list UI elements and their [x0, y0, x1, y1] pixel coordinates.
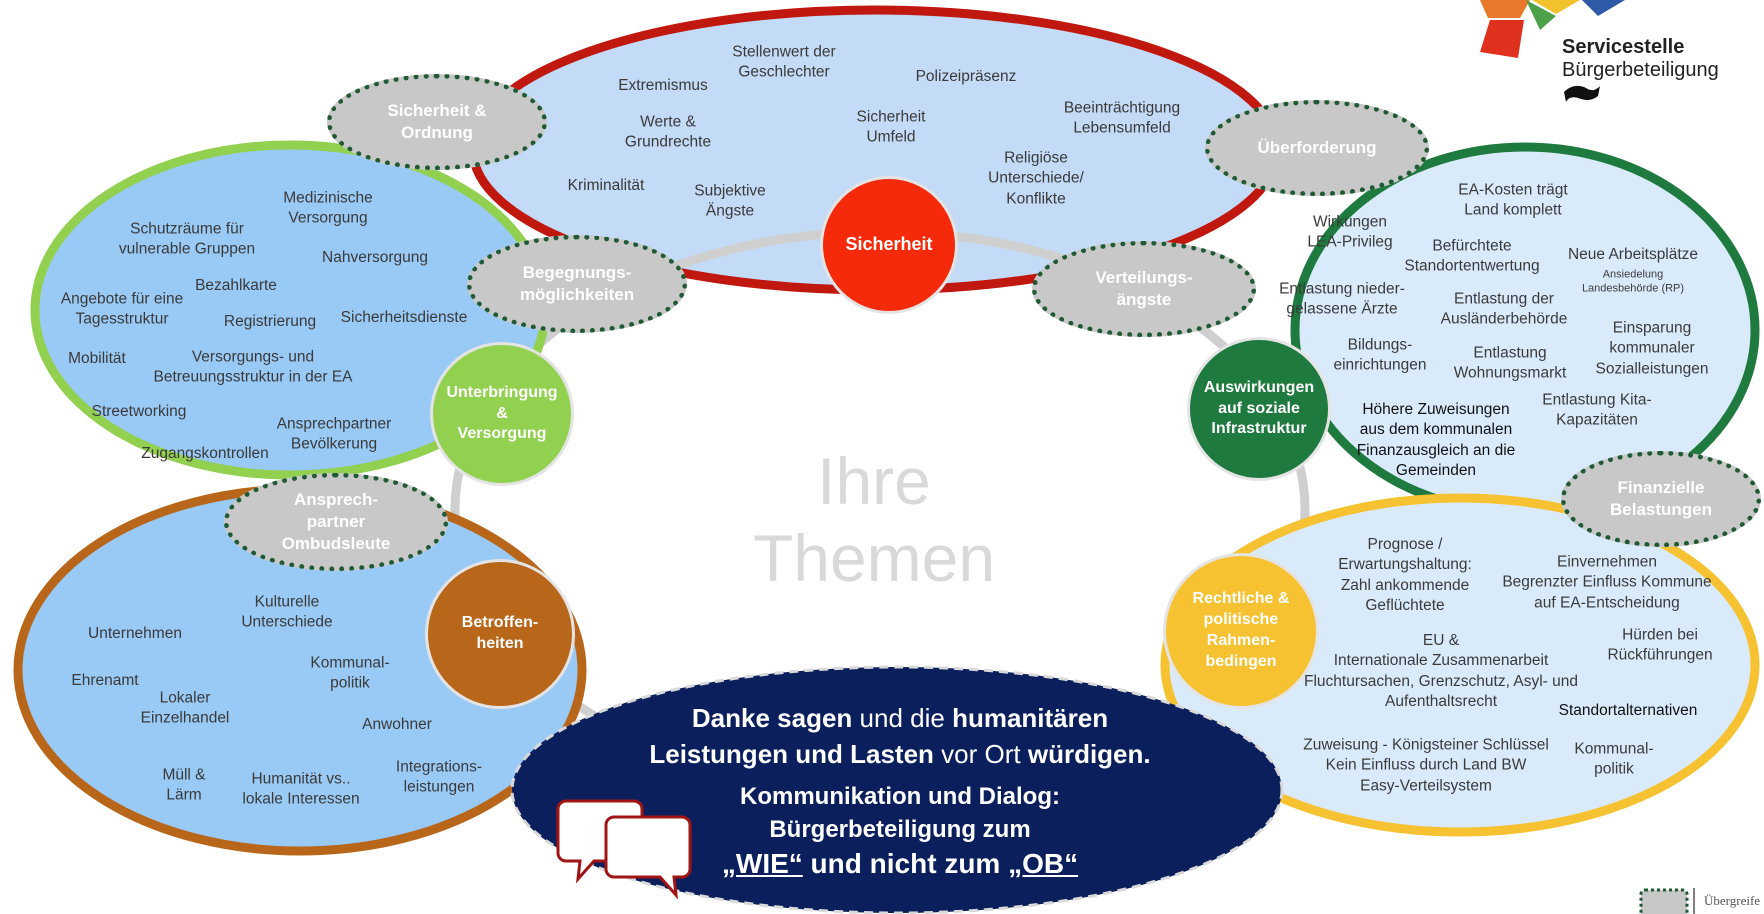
- brand-line-1: Servicestelle: [1562, 36, 1685, 58]
- term-zuweisungen: Höhere Zuweisungen aus dem kommunalen Fi…: [1356, 401, 1516, 480]
- hub-rechtliche[interactable]: Rechtliche & politische Rahmen- bedingen: [1163, 553, 1319, 709]
- term-unternehmen: Unternehmen: [88, 624, 182, 642]
- term-einsparung: Einsparung kommunaler Sozialleistungen: [1595, 319, 1709, 378]
- term-extremismus: Extremismus: [618, 76, 708, 94]
- term-stellenwert: Stellenwert der Geschlechter: [732, 43, 836, 81]
- category-begegnung[interactable]: Begegnungs- möglichkeiten: [467, 235, 687, 333]
- banner-shape: [510, 665, 1284, 914]
- term-humanitaet: Humanität vs.. lokale Interessen: [242, 770, 360, 808]
- hub-unterbringung[interactable]: Unterbringung & Versorgung: [430, 342, 574, 486]
- term-registrierung: Registrierung: [223, 312, 317, 330]
- category-ueberforderung[interactable]: Überforderung: [1205, 100, 1429, 196]
- term-wirkungen: Wirkungen LEA-Privileg: [1307, 213, 1393, 251]
- term-aengste: Subjektive Ängste: [694, 182, 766, 220]
- banner-line-2: Kommunikation und Dialog: Bürgerbeteilig…: [740, 783, 1060, 843]
- brand-logo-icon: [1480, 0, 1625, 102]
- term-kriminalitaet: Kriminalität: [567, 176, 645, 194]
- term-religioese: Religiöse Unterschiede/ Konflikte: [988, 149, 1084, 208]
- term-eu: EU & Internationale Zusammenarbeit Fluch…: [1304, 632, 1578, 711]
- term-beeintraechtigung: Beeinträchtigung Lebensumfeld: [1063, 99, 1181, 137]
- term-schutzraeume: Schutzräume für vulnerable Gruppen: [118, 220, 256, 258]
- brand-logo: Servicestelle Bürgerbeteiligung: [1562, 36, 1719, 82]
- term-polizei: Polizeipräsenz: [915, 67, 1017, 85]
- term-einzelhandel: Lokaler Einzelhandel: [140, 689, 230, 727]
- term-standortalternativen: Standortalternativen: [1558, 701, 1698, 719]
- term-sicherheitsdienste: Sicherheitsdienste: [340, 308, 468, 326]
- brand-line-2: Bürgerbeteiligung: [1562, 59, 1719, 81]
- term-befuerchtete: Befürchtete Standortentwertung: [1404, 237, 1540, 275]
- term-ehrenamt: Ehrenamt: [71, 671, 139, 689]
- term-ansiedelung: Ansiedelung Landesbehörde (RP): [1581, 268, 1685, 294]
- term-bildung: Bildungs- einrichtungen: [1333, 336, 1427, 374]
- term-integration: Integrations- leistungen: [395, 758, 483, 796]
- term-huerden: Hürden bei Rückführungen: [1607, 626, 1713, 664]
- term-anwohner: Anwohner: [362, 715, 432, 733]
- term-prognose: Prognose / Erwartungshaltung: Zahl ankom…: [1338, 536, 1472, 615]
- term-medizinische: Medizinische Versorgung: [283, 189, 373, 227]
- term-kulturelle: Kulturelle Unterschiede: [241, 593, 333, 631]
- term-mobilitaet: Mobilität: [68, 349, 126, 367]
- banner-message: Danke sagen und die humanitären Leistung…: [520, 676, 1280, 912]
- legend-swatch: [1639, 888, 1689, 914]
- term-muell: Müll & Lärm: [162, 766, 206, 804]
- term-zuweisung-koenigsteiner: Zuweisung - Königsteiner Schlüssel Kein …: [1303, 736, 1549, 795]
- speech-bubble-icon: [556, 799, 692, 900]
- term-kommunalpolitik-right: Kommunal- politik: [1574, 740, 1654, 778]
- term-nahversorgung: Nahversorgung: [322, 248, 428, 266]
- term-kommunalpolitik-left: Kommunal- politik: [310, 654, 390, 692]
- term-zugang: Zugangskontrollen: [141, 444, 269, 462]
- hub-sicherheit[interactable]: Sicherheit: [820, 176, 958, 314]
- term-werte: Werte & Grundrechte: [624, 113, 712, 151]
- term-betreuung: Versorgungs- und Betreuungsstruktur in d…: [153, 348, 353, 386]
- term-bezahlkarte: Bezahlkarte: [195, 276, 277, 294]
- banner-line-3: „WIE“ und nicht zum „OB“: [721, 848, 1079, 879]
- center-title: Ihre Themen: [752, 443, 996, 595]
- category-ansprechpartner[interactable]: Ansprech- partner Ombudsleute: [224, 473, 448, 571]
- term-wohnung: Entlastung Wohnungsmarkt: [1453, 344, 1567, 382]
- term-entlastung-aerzte: Entlastung nieder- gelassene Ärzte: [1279, 280, 1405, 318]
- hub-auswirkungen[interactable]: Auswirkungen auf soziale Infrastruktur: [1187, 337, 1331, 481]
- blob-rechtliche: [1160, 493, 1760, 837]
- term-umfeld: Sicherheit Umfeld: [856, 108, 926, 146]
- term-ea-kosten: EA-Kosten trägt Land komplett: [1458, 181, 1568, 219]
- term-einvernehmen: Einvernehmen Begrenzter Einfluss Kommune…: [1502, 553, 1712, 612]
- term-entlastung-auslaender: Entlastung der Ausländerbehörde: [1440, 290, 1568, 328]
- category-sicherheit-ordnung[interactable]: Sicherheit & Ordnung: [327, 74, 547, 170]
- term-tagesstruktur: Angebote für eine Tagesstruktur: [60, 290, 184, 328]
- banner-line-1: Danke sagen und die humanitären Leistung…: [649, 703, 1151, 769]
- category-finanzielle[interactable]: Finanzielle Belastungen: [1561, 451, 1761, 547]
- term-arbeitsplaetze: Neue Arbeitsplätze: [1567, 245, 1699, 263]
- legend-label: Übergreife: [1704, 893, 1761, 908]
- term-kita: Entlastung Kita- Kapazitäten: [1542, 391, 1652, 429]
- hub-betroffenheiten[interactable]: Betroffen- heiten: [425, 559, 575, 709]
- term-streetworking: Streetworking: [91, 402, 187, 420]
- term-ansprechpartner: Ansprechpartner Bevölkerung: [276, 415, 392, 453]
- category-verteilung[interactable]: Verteilungs- ängste: [1032, 241, 1256, 337]
